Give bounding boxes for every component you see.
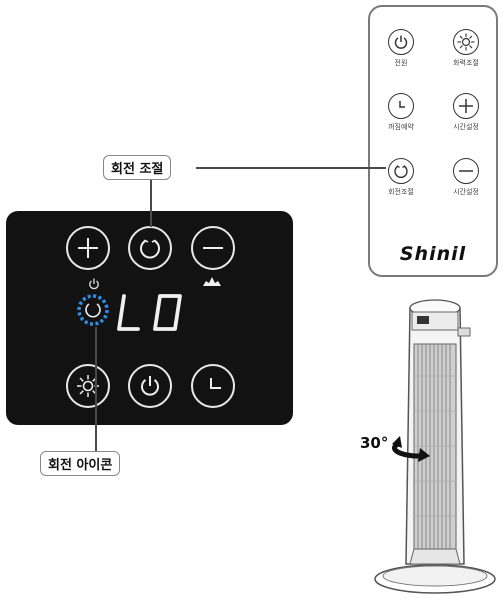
- panel-plus-button[interactable]: [66, 226, 110, 270]
- callout-line: [95, 327, 97, 451]
- rotate-control-callout: 회전 조절: [103, 155, 172, 180]
- remote-off-timer-label: 꺼짐예약: [388, 123, 414, 131]
- panel-rotate-button[interactable]: [128, 226, 172, 270]
- power-icon: [394, 35, 408, 49]
- plus-icon: [459, 99, 473, 113]
- control-panel: L0: [6, 211, 293, 425]
- power-indicator-icon: [89, 278, 99, 290]
- remote-time-minus-button[interactable]: [453, 158, 479, 184]
- callout-line: [150, 177, 152, 227]
- callout-line: [196, 167, 386, 169]
- remote-power-button[interactable]: [388, 29, 414, 55]
- remote-off-timer-button[interactable]: [388, 93, 414, 119]
- remote-heat-label: 화력조절: [453, 59, 479, 67]
- panel-minus-button[interactable]: [191, 226, 235, 270]
- rotate-icon: [394, 165, 408, 178]
- panel-heat-button[interactable]: [66, 364, 110, 408]
- remote-heat-button[interactable]: [453, 29, 479, 55]
- sun-icon: [457, 33, 475, 51]
- minus-icon: [459, 170, 473, 172]
- plus-icon: [78, 238, 98, 258]
- remote-time-plus-label: 시간설정: [453, 123, 479, 131]
- power-icon: [141, 376, 159, 396]
- heat-level-icon: [203, 277, 221, 286]
- remote-rotate-label: 회전조절: [388, 188, 414, 196]
- remote-rotate-button[interactable]: [388, 158, 414, 184]
- segment-display: [117, 294, 182, 331]
- tower-fan-illustration: [374, 299, 496, 594]
- remote-control: 전원 화력조절 꺼짐예약 시간설정 회: [368, 5, 498, 277]
- remote-time-minus-label: 시간설정: [453, 188, 479, 196]
- brand-logo: Shinil: [399, 243, 467, 265]
- remote-time-plus-button[interactable]: [453, 93, 479, 119]
- clock-icon: [399, 101, 405, 108]
- panel-timer-button[interactable]: [191, 364, 235, 408]
- rotate-icon-callout: 회전 아이콘: [40, 451, 121, 476]
- panel-power-button[interactable]: [128, 364, 172, 408]
- rotate-indicator-icon: [77, 294, 109, 326]
- rotation-angle-label: 30°: [360, 434, 389, 452]
- remote-power-label: 전원: [394, 59, 408, 67]
- clock-icon: [210, 378, 221, 389]
- rotate-icon: [140, 239, 160, 259]
- minus-icon: [203, 247, 223, 249]
